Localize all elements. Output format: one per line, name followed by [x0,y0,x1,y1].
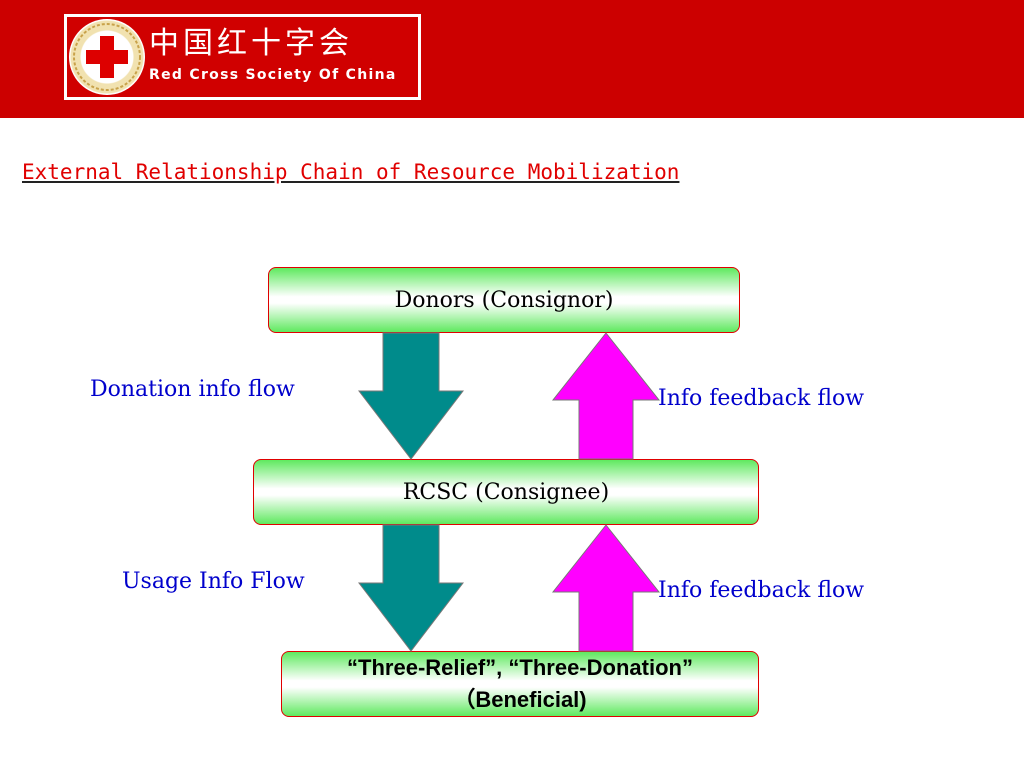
donors-node: Donors (Consignor) [268,267,740,333]
logo-english-text: Red Cross Society Of China [149,67,397,83]
rcsc-node: RCSC (Consignee) [253,459,759,525]
feedback-up-arrow-bottom [551,524,661,652]
red-cross-emblem-icon [69,19,145,95]
usage-info-flow-label: Usage Info Flow [122,569,305,594]
header-band: 中国红十字会 Red Cross Society Of China [0,0,1024,118]
slide-title: External Relationship Chain of Resource … [22,160,680,184]
donors-label: Donors (Consignor) [394,287,614,313]
beneficial-label-line2: （Beneficial) [453,687,587,712]
feedback-flow-label-top: Info feedback flow [658,386,865,411]
usage-down-arrow [357,524,465,652]
donation-down-arrow [357,332,465,460]
donation-info-flow-label: Donation info flow [90,377,295,402]
beneficial-label-line1: “Three-Relief”, “Three-Donation” [347,655,693,680]
feedback-up-arrow-top [551,332,661,460]
red-cross-logo: 中国红十字会 Red Cross Society Of China [64,14,421,100]
beneficial-node: “Three-Relief”, “Three-Donation” （Benefi… [281,651,759,717]
rcsc-label: RCSC (Consignee) [402,479,610,505]
feedback-flow-label-bottom: Info feedback flow [658,578,865,603]
logo-chinese-text: 中国红十字会 [149,26,353,61]
